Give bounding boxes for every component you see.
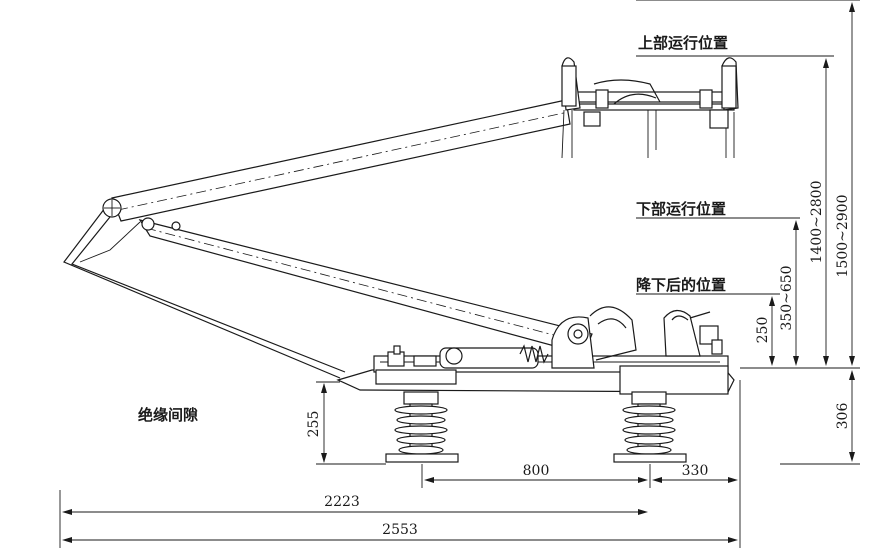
lower-arm [138,219,593,355]
dim-306: 306 [835,403,851,430]
dim-330: 330 [682,463,709,479]
insulator-right [613,391,687,463]
damper-unit [663,309,723,357]
upper-arm [111,99,571,222]
label-insulation-gap: 绝缘间隙 [138,406,198,424]
main-pivot [551,306,637,369]
horizontal-dimensions [59,380,741,548]
dim-255: 255 [306,411,322,438]
dim-1400-2800: 1400~2800 [809,181,825,264]
pantograph-head [561,57,739,159]
dim-250: 250 [755,317,771,344]
dim-350-650: 350~650 [779,265,795,330]
push-rod [63,203,346,379]
dim-1500-2900: 1500~2900 [835,195,851,278]
dim-2553: 2553 [382,522,418,538]
label-upper-position: 上部运行位置 [638,34,728,52]
knee-joint [102,198,181,231]
label-lower-position: 下部运行位置 [636,200,726,218]
drive-cylinder [387,344,549,369]
position-lines [636,0,860,465]
insulator-left [385,391,459,463]
vertical-dimensions [316,2,855,465]
dim-2223: 2223 [324,494,360,510]
dim-800: 800 [523,463,550,479]
label-lowered-position: 降下后的位置 [636,276,726,294]
